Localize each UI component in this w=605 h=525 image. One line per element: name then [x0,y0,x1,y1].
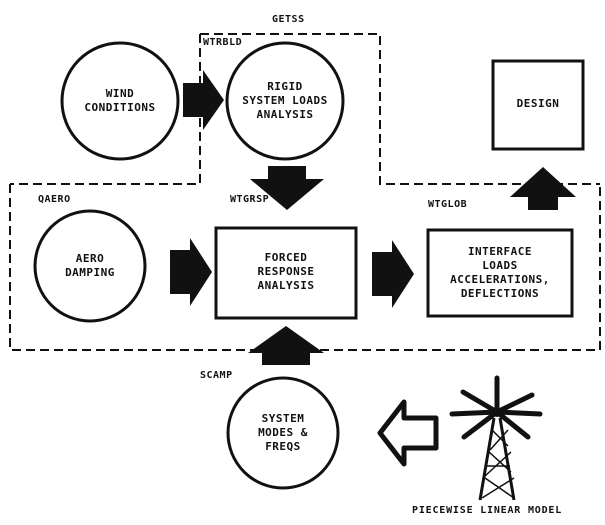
design-box [491,59,585,151]
tag-getss: GETSS [272,14,305,25]
interface-loads-box [426,228,574,318]
tag-wtgrsp: WTGRSP [230,194,270,205]
getss-boundary [200,33,600,185]
rigid-system-loads-circle [225,41,345,161]
arrow-model-to-modes [377,399,439,467]
arrow-forced-to-interface [372,240,414,308]
interface-loads-label: INTERFACE LOADS ACCELERATIONS, DEFLECTIO… [450,245,550,300]
tag-qaero: QAERO [38,194,71,205]
tag-wtglob: WTGLOB [428,199,468,210]
aero-damping-circle [33,209,147,323]
tag-wtrbld: WTRBLD [203,37,243,48]
arrow-wind-to-rigid [183,70,224,130]
wind-conditions-circle [60,41,180,161]
arrow-interface-to-design [510,167,576,210]
rigid-system-loads-label: RIGID SYSTEM LOADS ANALYSIS [242,80,328,121]
system-modes-circle [226,376,340,490]
wind-turbine-icon [449,375,543,501]
system-modes-label: SYSTEM MODES & FREQS [258,412,308,453]
wind-conditions-label: WIND CONDITIONS [84,87,156,114]
design-label: DESIGN [516,97,560,110]
arrow-rigid-to-forced [250,166,324,210]
forced-response-box [214,226,358,320]
tag-scamp: SCAMP [200,370,233,381]
aero-damping-label: AERO DAMPING [65,252,115,279]
forced-response-label: FORCED RESPONSE ANALYSIS [257,251,315,292]
arrow-aero-to-forced [170,238,212,306]
arrow-modes-to-forced [248,326,324,365]
model-caption: PIECEWISE LINEAR MODEL [412,505,563,516]
